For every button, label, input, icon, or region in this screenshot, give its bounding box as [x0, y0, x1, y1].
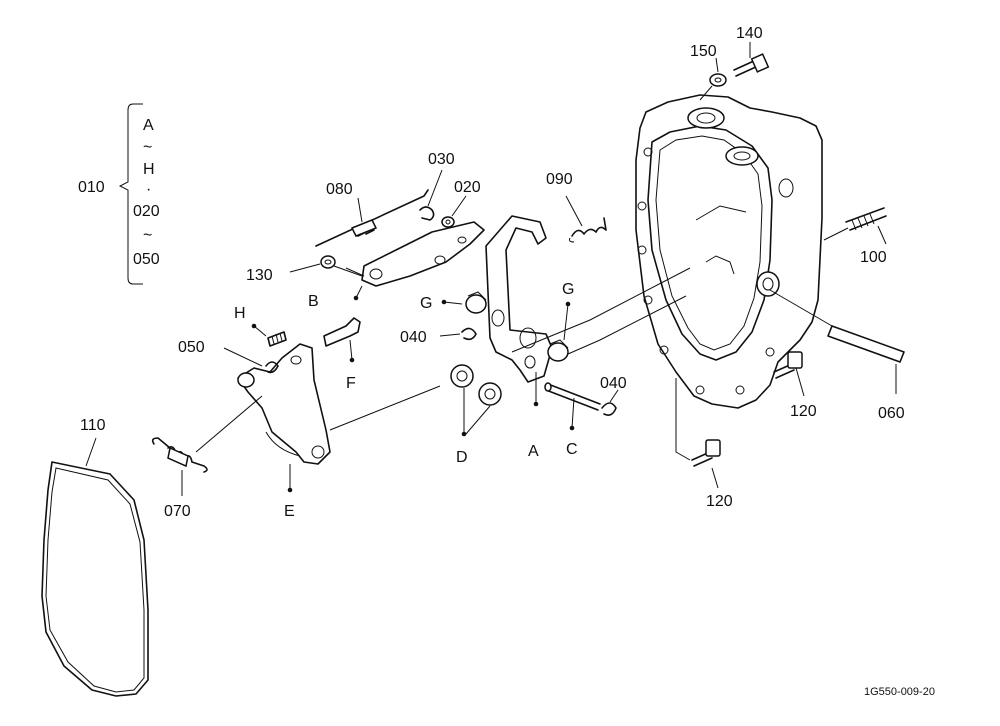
label-D: D [456, 449, 468, 466]
assembly-lines [195, 267, 691, 453]
label-040-right: 040 [600, 375, 627, 392]
gear-case-housing [635, 94, 823, 409]
range-050: 050 [133, 251, 160, 268]
label-130: 130 [246, 267, 273, 284]
drawing-code: 1G550-009-20 [864, 686, 935, 698]
label-110: 110 [80, 417, 106, 434]
part-100-stud [845, 207, 887, 231]
range-tilde-1: ~ [143, 139, 152, 156]
part-080-rod [315, 189, 429, 247]
range-H: H [143, 161, 155, 178]
group-bracket: 010 A ~ H · 020 ~ 050 [78, 103, 160, 285]
part-120-bolt-lower [691, 439, 721, 467]
part-130-bushing [320, 255, 336, 269]
label-050: 050 [178, 339, 205, 356]
label-E: E [284, 503, 295, 520]
label-140: 140 [736, 25, 763, 42]
part-G-collar-right [547, 339, 569, 362]
part-060-shaft [827, 325, 905, 363]
part-140-bolt [733, 53, 770, 77]
part-070-spring [151, 437, 208, 473]
label-040-left: 040 [400, 329, 427, 346]
part-040-clip-left [461, 327, 477, 341]
part-C-pin [544, 382, 601, 411]
label-F: F [346, 375, 356, 392]
range-020: 020 [133, 203, 160, 220]
part-030-clip [419, 206, 435, 221]
part-020-washer [441, 216, 455, 228]
label-120-right: 120 [790, 403, 817, 420]
part-E-lever [237, 343, 331, 465]
range-dot: · [146, 181, 151, 198]
label-H: H [234, 305, 246, 322]
part-110-gasket [41, 461, 149, 697]
label-060: 060 [878, 405, 905, 422]
part-040-clip-right [601, 402, 617, 416]
part-150-washer [709, 73, 727, 87]
label-G-left: G [420, 295, 432, 312]
part-050-clip [265, 361, 279, 374]
label-090: 090 [546, 171, 573, 188]
label-C: C [566, 441, 578, 458]
part-A-bracket [485, 215, 553, 383]
label-020: 020 [454, 179, 481, 196]
part-H-screw [267, 331, 287, 347]
range-A: A [143, 117, 154, 134]
label-100: 100 [860, 249, 887, 266]
part-120-bolt-right [773, 351, 803, 379]
label-150: 150 [690, 43, 717, 60]
label-070: 070 [164, 503, 191, 520]
range-tilde-2: ~ [143, 227, 152, 244]
part-D-rollers [450, 364, 502, 406]
label-080: 080 [326, 181, 353, 198]
label-120-lower: 120 [706, 493, 733, 510]
label-030: 030 [428, 151, 455, 168]
label-group-010: 010 [78, 179, 105, 196]
part-F-pin [323, 317, 361, 347]
label-A: A [528, 443, 539, 460]
part-090-spring [569, 217, 607, 243]
label-G-right: G [562, 281, 574, 298]
part-B-link-plate [361, 221, 485, 287]
label-B: B [308, 293, 319, 310]
part-G-collar-left [465, 291, 487, 314]
